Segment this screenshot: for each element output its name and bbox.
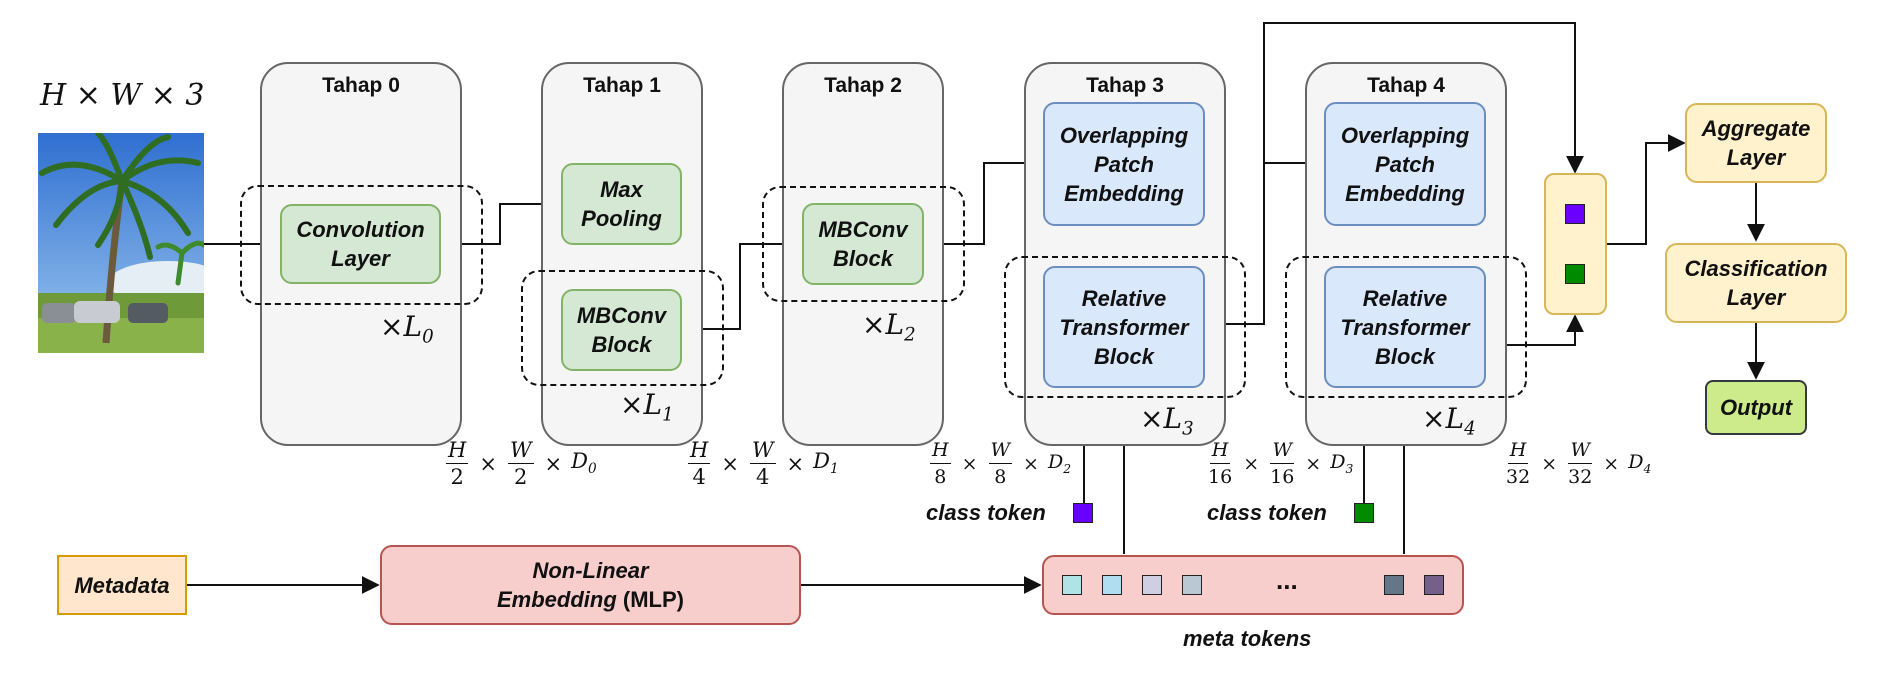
aggregated-class-token-stage-4: [1565, 264, 1585, 284]
arrow-mbconv2-to-ope3: [924, 154, 1042, 245]
output-block: Output: [1705, 380, 1807, 435]
meta-token-5: [1384, 575, 1404, 595]
meta-token-4: [1182, 575, 1202, 595]
repeat-label-1: ×L1: [620, 388, 674, 426]
class-token-stage-3: [1073, 503, 1093, 523]
class-token-label-stage-3: class token: [926, 500, 1046, 525]
meta-tokens-ellipsis: ...: [1276, 565, 1298, 595]
class-token-label-stage-4: class token: [1207, 500, 1327, 525]
arrow-aggregator-to-aggregate: [1607, 134, 1686, 245]
repeat-group-stage-1: [521, 270, 724, 386]
stage-0-title: Tahap 0: [322, 74, 400, 97]
meta-tokens-label: meta tokens: [1183, 626, 1312, 651]
meta-token-2: [1102, 575, 1122, 595]
repeat-label-3: ×L3: [1140, 402, 1194, 440]
token-aggregator: [1544, 173, 1607, 315]
repeat-label-0: ×L0: [380, 310, 434, 348]
meta-token-6: [1424, 575, 1444, 595]
arrow-mbconv1-to-mbconv2: [683, 235, 802, 330]
repeat-label-2: ×L2: [862, 308, 916, 346]
repeat-group-stage-2: [762, 186, 965, 302]
repeat-group-stage-4: [1285, 256, 1527, 398]
arrow-skip-to-aggregator: [1263, 22, 1584, 174]
repeat-group-stage-0: [240, 185, 483, 305]
class-token-stage-4: [1354, 503, 1374, 523]
repeat-group-stage-3: [1004, 256, 1246, 398]
arrow-conv-to-maxpool: [441, 195, 562, 245]
stage-4-title: Tahap 4: [1367, 74, 1445, 97]
input-dims: H × W × 3: [40, 78, 205, 113]
arrow-rtb4-to-aggregator: [1486, 314, 1584, 346]
arrow-rtb3-to-ope4: [1204, 154, 1324, 325]
stage-3-title: Tahap 3: [1086, 74, 1164, 97]
meta-token-1: [1062, 575, 1082, 595]
stage-1-title: Tahap 1: [583, 74, 661, 97]
input-palm-image: [38, 133, 204, 353]
repeat-label-4: ×L4: [1422, 402, 1476, 440]
meta-token-3: [1142, 575, 1162, 595]
metadata-block: Metadata: [57, 555, 187, 615]
aggregated-class-token-stage-3: [1565, 204, 1585, 224]
stage-1: Tahap 1: [541, 62, 703, 446]
stage-2-title: Tahap 2: [824, 74, 902, 97]
